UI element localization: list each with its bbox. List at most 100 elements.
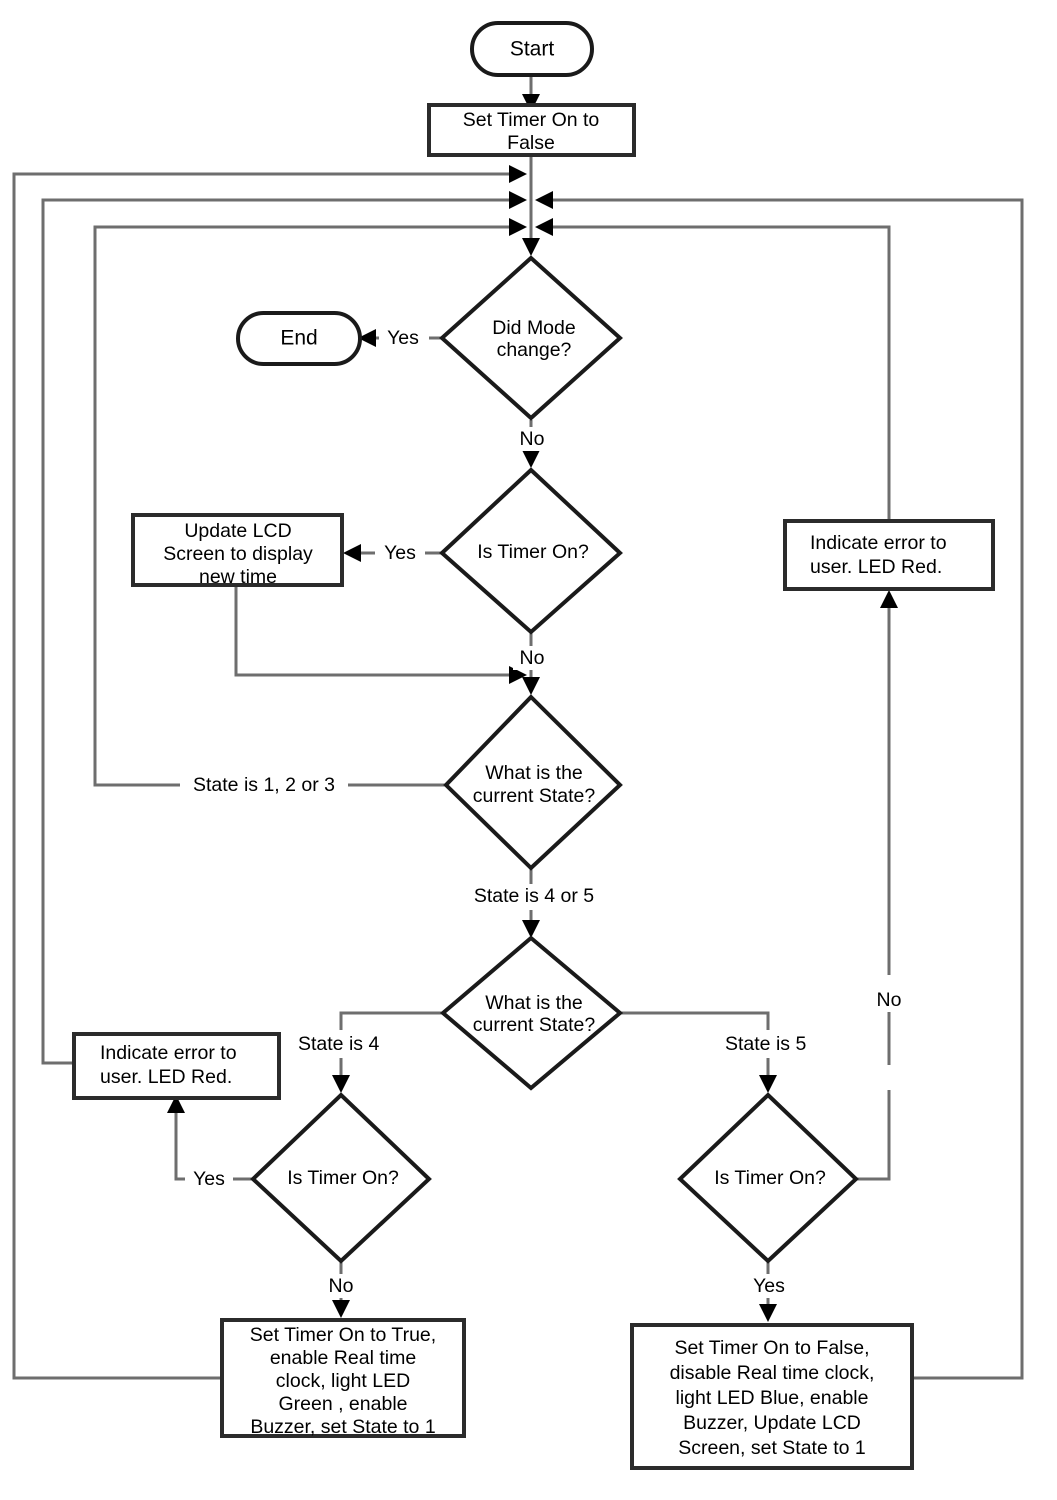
halo-mode-no xyxy=(513,427,551,451)
set-timer-false-line1: Set Timer On to xyxy=(463,109,600,131)
update-lcd-shape xyxy=(131,513,344,587)
did-mode-change-shape xyxy=(439,255,623,421)
node-is-timer-on-top[interactable]: Is Timer On? xyxy=(439,467,623,635)
is-timer-on-left-shape xyxy=(250,1092,432,1264)
node-update-lcd[interactable]: Update LCD Screen to display new time xyxy=(131,513,344,588)
arrowhead-return-loop-inner-right xyxy=(535,218,553,236)
node-is-timer-on-left[interactable]: Is Timer On? xyxy=(250,1092,432,1264)
halo-timer-left-no xyxy=(322,1274,360,1298)
start-label: Start xyxy=(510,38,555,61)
what-state-2-line2: current State? xyxy=(473,1014,596,1036)
set-timer-false-2-line5: Screen, set State to 1 xyxy=(678,1437,866,1459)
arrowhead-timerleft-yes xyxy=(167,1095,185,1113)
is-timer-on-right-label: Is Timer On? xyxy=(714,1167,826,1189)
node-indicate-error-left[interactable]: Indicate error to user. LED Red. xyxy=(72,1032,281,1100)
arrowhead-didmode-no xyxy=(522,450,540,468)
connector-return-loop-outer-left xyxy=(12,172,517,1380)
connector-state4 xyxy=(339,1011,443,1030)
is-timer-on-top-label: Is Timer On? xyxy=(477,541,589,563)
is-timer-on-top-shape xyxy=(439,467,623,635)
node-set-timer-true[interactable]: Set Timer On to True, enable Real time c… xyxy=(220,1318,466,1438)
what-state-1-shape xyxy=(443,694,623,871)
is-timer-on-right-shape xyxy=(677,1092,859,1264)
update-lcd-line3: new time xyxy=(199,566,277,588)
set-timer-false-2-line1: Set Timer On to False, xyxy=(674,1337,869,1359)
indicate-error-left-line2: user. LED Red. xyxy=(100,1066,232,1088)
arrowhead-timerleft-no xyxy=(332,1300,350,1318)
arrowhead-didmode-yes-to-end xyxy=(358,329,376,347)
is-timer-on-left-label: Is Timer On? xyxy=(287,1167,399,1189)
arrowhead-return-loop-outer-left xyxy=(509,165,527,183)
set-timer-false-2-line2: disable Real time clock, xyxy=(670,1362,875,1384)
end-shape xyxy=(236,311,362,366)
halo-timer-top-no xyxy=(513,646,551,670)
halo-state-5 xyxy=(722,1031,818,1057)
connector-return-loop-mid-left xyxy=(41,198,517,1065)
indicate-error-left-shape xyxy=(72,1032,281,1100)
halo-timer-left-yes xyxy=(185,1167,233,1191)
set-timer-false-2-line3: light LED Blue, enable xyxy=(676,1387,869,1409)
arrowhead-timerright-yes xyxy=(759,1304,777,1322)
node-is-timer-on-right[interactable]: Is Timer On? xyxy=(677,1092,859,1264)
arrowhead-updatelcd-rejoin xyxy=(509,666,527,684)
edge-label-state-4: State is 4 xyxy=(298,1033,379,1055)
set-timer-true-shape xyxy=(220,1318,466,1438)
connector-updatelcd-rejoin xyxy=(234,585,517,677)
did-mode-change-line1: Did Mode xyxy=(492,317,575,339)
arrowhead-return-loop-outer-right xyxy=(535,191,553,209)
arrowhead-state45 xyxy=(522,920,540,938)
edge-label-timer-right-yes: Yes xyxy=(753,1275,785,1297)
end-label: End xyxy=(280,327,317,350)
indicate-error-right-shape xyxy=(783,519,995,591)
halo-state-45 xyxy=(463,884,605,910)
indicate-error-right-line1: Indicate error to xyxy=(810,532,947,554)
node-set-timer-false-2[interactable]: Set Timer On to False, disable Real time… xyxy=(630,1323,914,1470)
edge-label-timer-left-no: No xyxy=(329,1275,354,1297)
edge-label-timer-top-yes: Yes xyxy=(384,542,416,564)
edge-label-mode-no: No xyxy=(520,428,545,450)
set-timer-true-line4: Green , enable xyxy=(278,1393,407,1415)
connector-state5 xyxy=(619,1011,770,1030)
did-mode-change-line2: change? xyxy=(497,339,572,361)
edge-label-timer-right-no: No xyxy=(877,989,902,1011)
node-indicate-error-right[interactable]: Indicate error to user. LED Red. xyxy=(783,519,995,591)
set-timer-false-2-shape xyxy=(630,1323,914,1470)
node-end[interactable]: End xyxy=(236,311,362,366)
connector-return-loop-inner-right xyxy=(545,225,891,521)
connector-return-loop-outer-right xyxy=(545,198,1024,1380)
arrowhead-state4 xyxy=(332,1075,350,1093)
edge-label-state-5: State is 5 xyxy=(725,1033,806,1055)
connector-return-loop-inner-left xyxy=(93,225,517,787)
edge-label-state-123: State is 1, 2 or 3 xyxy=(193,774,335,796)
indicate-error-left-line1: Indicate error to xyxy=(100,1042,237,1064)
edge-label-mode-yes: Yes xyxy=(387,327,419,349)
arrowhead-state5 xyxy=(759,1075,777,1093)
update-lcd-line1: Update LCD xyxy=(184,520,291,542)
node-set-timer-false[interactable]: Set Timer On to False xyxy=(427,103,636,157)
halo-timer-top-yes xyxy=(376,541,424,565)
arrowhead-return-loop-mid-left xyxy=(509,191,527,209)
arrowhead-return-loop-inner-left xyxy=(509,218,527,236)
halo-mode-yes xyxy=(380,326,426,350)
halo-timer-right-yes xyxy=(745,1274,793,1298)
connector-layer xyxy=(12,75,1024,1380)
connector-timerright-no xyxy=(856,1090,891,1181)
set-timer-true-line3: clock, light LED xyxy=(276,1370,410,1392)
arrowhead-timertop-no xyxy=(522,677,540,695)
set-timer-false-shape xyxy=(427,103,636,157)
set-timer-false-line2: False xyxy=(507,132,555,154)
node-what-state-1[interactable]: What is the current State? xyxy=(443,694,623,871)
node-start[interactable]: Start xyxy=(470,21,594,77)
set-timer-true-line5: Buzzer, set State to 1 xyxy=(250,1416,435,1438)
what-state-1-line1: What is the xyxy=(485,762,583,784)
edge-label-timer-left-yes: Yes xyxy=(193,1168,225,1190)
arrowhead-timertop-yes xyxy=(343,544,361,562)
halo-timer-right-no xyxy=(870,988,908,1012)
set-timer-false-2-line4: Buzzer, Update LCD xyxy=(683,1412,861,1434)
halo-state-4 xyxy=(295,1031,391,1057)
edge-label-state-45: State is 4 or 5 xyxy=(474,885,594,907)
node-did-mode-change[interactable]: Did Mode change? xyxy=(439,255,623,421)
node-what-state-2[interactable]: What is the current State? xyxy=(439,935,624,1091)
